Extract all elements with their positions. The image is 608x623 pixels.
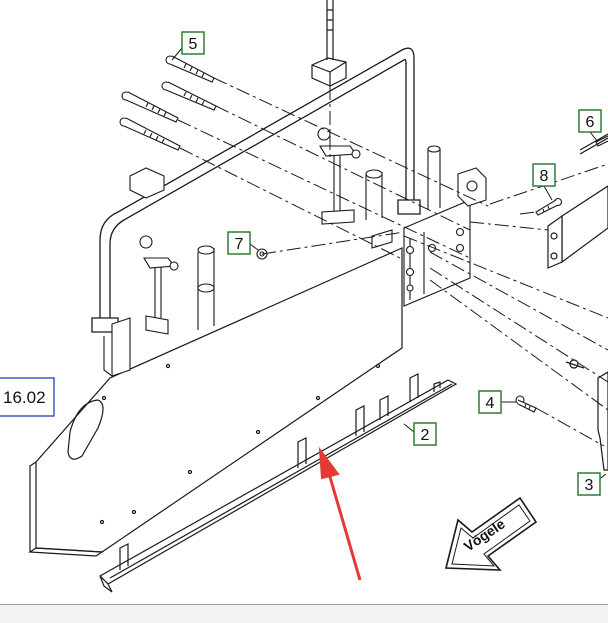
bolt-5b — [161, 81, 217, 111]
top-post — [311, 0, 347, 87]
bolt-5a — [165, 55, 215, 83]
callout-8: 8 — [532, 163, 556, 201]
callout-5-label: 5 — [189, 36, 198, 53]
right-mounts — [129, 127, 441, 249]
left-mounts — [103, 235, 215, 377]
side-plate — [28, 247, 403, 557]
callout-2: 2 — [403, 422, 437, 446]
bolt-4 — [515, 395, 537, 413]
beam — [547, 133, 608, 269]
callout-2-label: 2 — [421, 427, 430, 444]
page-reference-label: 16.02 — [3, 388, 46, 407]
callouts: 5 6 8 7 4 2 3 — [171, 31, 607, 496]
callout-4-label: 4 — [486, 395, 495, 412]
right-bracket — [565, 359, 608, 471]
skid-strip — [99, 373, 458, 593]
bolt-5c — [121, 91, 179, 123]
bolt-5d — [119, 117, 181, 151]
callout-8-label: 8 — [540, 168, 549, 185]
callout-7-label: 7 — [235, 236, 244, 253]
bracket-block — [403, 167, 487, 307]
bolt-8 — [535, 197, 563, 216]
status-bar — [0, 604, 608, 623]
red-annotation-arrow — [318, 446, 362, 581]
bolts — [119, 55, 608, 413]
page-reference[interactable]: 16.02 — [0, 377, 55, 417]
callout-6: 6 — [578, 109, 602, 143]
callout-7: 7 — [227, 231, 259, 255]
parts-diagram: 5 6 8 7 4 2 3 — [0, 0, 608, 593]
leader-lines — [177, 77, 608, 447]
callout-4: 4 — [478, 390, 516, 414]
callout-3-label: 3 — [585, 477, 594, 494]
voegele-direction-arrow: Vögele — [444, 496, 538, 571]
callout-3: 3 — [577, 472, 607, 496]
callout-5: 5 — [171, 31, 205, 61]
callout-6-label: 6 — [586, 114, 595, 131]
